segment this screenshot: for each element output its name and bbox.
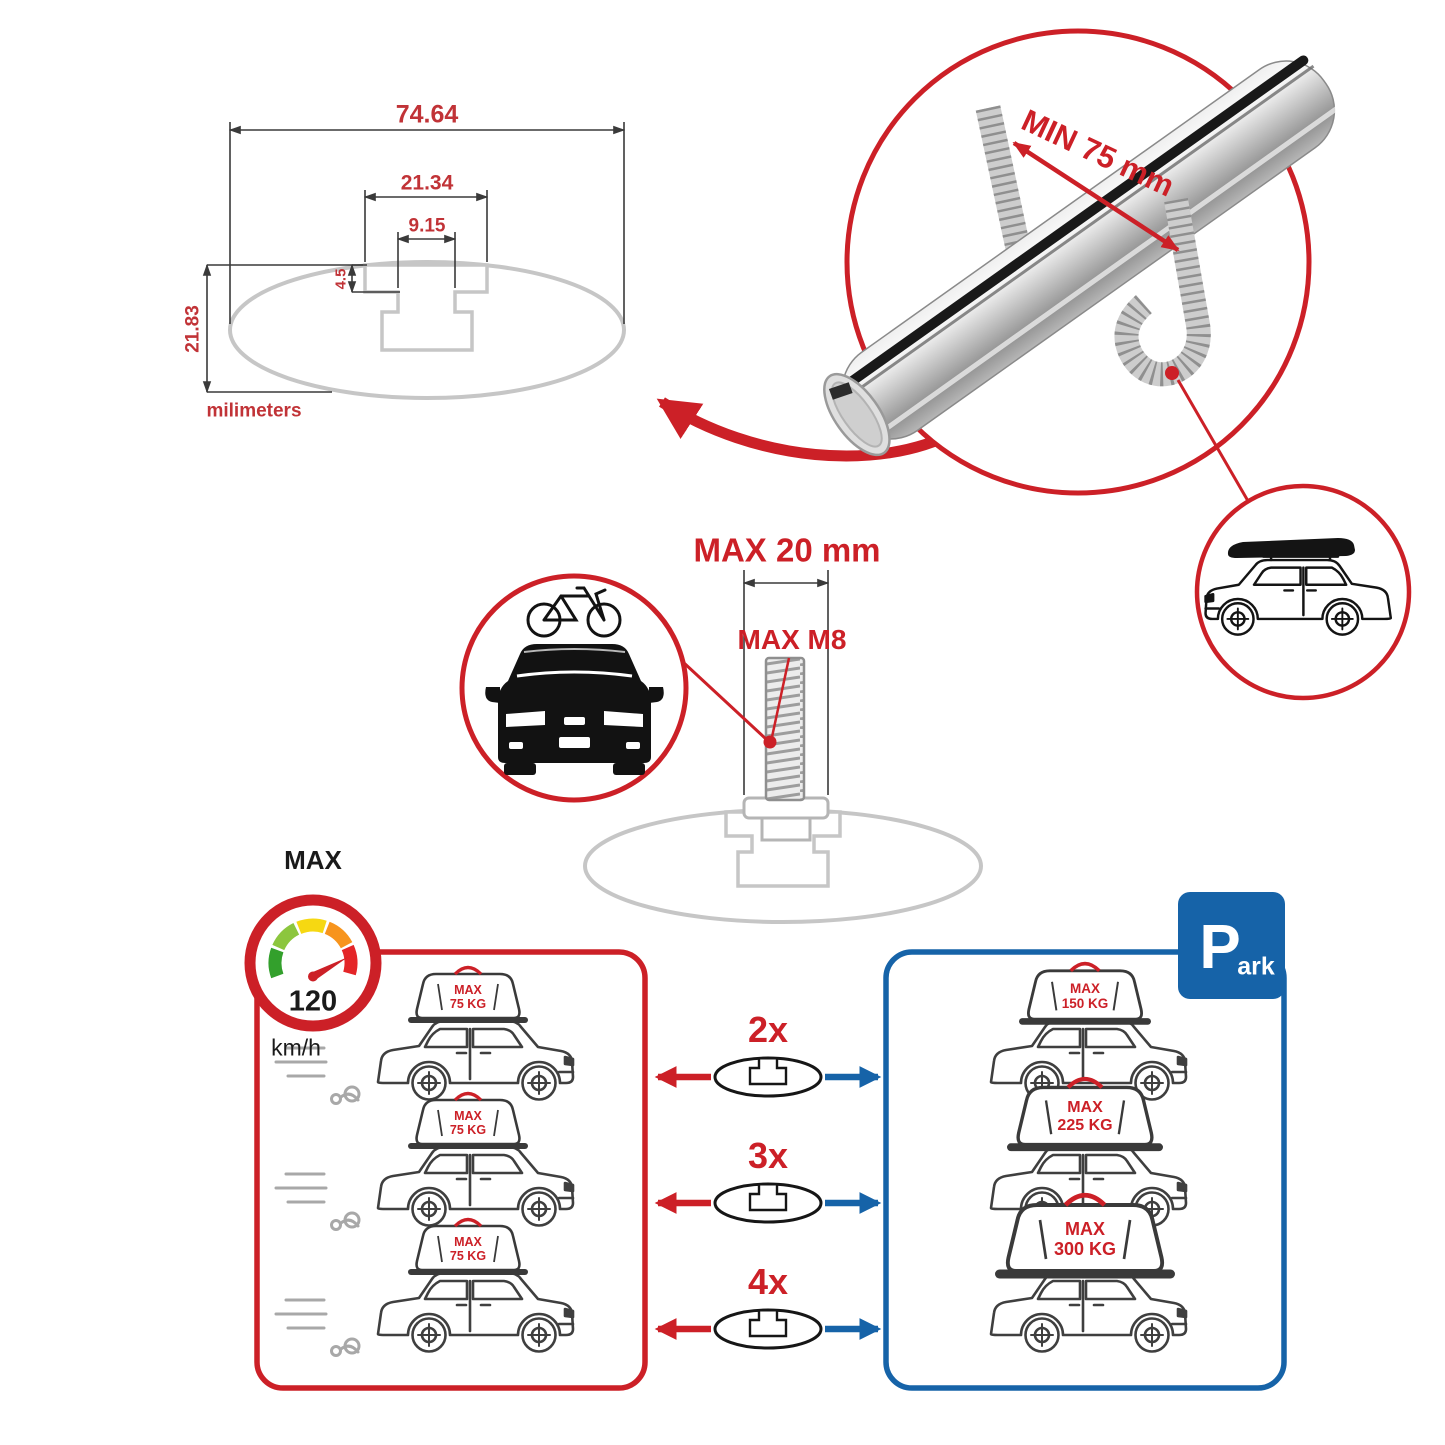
driving-load-2-max: MAX bbox=[454, 1109, 482, 1123]
dimension-lines bbox=[202, 122, 626, 394]
vehicle-roofbox-circle bbox=[1194, 483, 1412, 701]
u-bolt-right-rod bbox=[1114, 197, 1211, 387]
callout-dot bbox=[1165, 366, 1179, 380]
dim-slot-outer: 21.34 bbox=[400, 171, 454, 195]
parking-sign bbox=[1178, 892, 1285, 999]
driving-load-1-max: MAX bbox=[454, 983, 482, 997]
crossbar-detail-circle bbox=[823, 28, 1342, 502]
dim-step-depth: 4.5 bbox=[332, 268, 350, 290]
parked-load-1-kg: 150 KG bbox=[1061, 996, 1109, 1011]
min-clearance-arrow bbox=[1012, 141, 1180, 252]
bolt-dimension-lines bbox=[742, 570, 830, 795]
driving-load-2-kg: 75 KG bbox=[449, 1123, 487, 1137]
parked-load-1: MAX 150 KG bbox=[1062, 981, 1109, 1011]
parked-load-2: MAX 225 KG bbox=[1057, 1099, 1112, 1135]
driving-load-1-kg: 75 KG bbox=[449, 997, 487, 1011]
parked-load-3-max: MAX bbox=[1064, 1218, 1105, 1239]
gauge-max-label: MAX bbox=[284, 845, 342, 875]
dim-height: 21.83 bbox=[182, 305, 204, 353]
gauge-needle bbox=[310, 957, 348, 980]
parked-load-2-max: MAX bbox=[1067, 1099, 1103, 1117]
multiplier-3x: 3x bbox=[747, 1135, 789, 1176]
dim-slot-inner: 9.15 bbox=[408, 215, 446, 237]
roof-box bbox=[1227, 538, 1355, 558]
bike-car-circle bbox=[459, 573, 689, 803]
driving-load-3: MAX 75 KG bbox=[450, 1235, 486, 1263]
thread-leader-line bbox=[770, 657, 791, 738]
parking-sign-letter: P bbox=[1199, 913, 1241, 982]
thread-callout-dot bbox=[763, 735, 777, 749]
gauge-unit: km/h bbox=[271, 1034, 321, 1061]
pointer-arrow bbox=[656, 397, 958, 462]
cross-section-diagram bbox=[202, 122, 626, 400]
car-front-view bbox=[485, 644, 664, 775]
parking-sign-rest: ark bbox=[1237, 952, 1275, 981]
multiplier-rows bbox=[658, 1058, 878, 1348]
units-label: milimeters bbox=[206, 400, 302, 422]
parked-load-2-kg: 225 KG bbox=[1057, 1117, 1113, 1134]
gauge-value: 120 bbox=[288, 985, 338, 1018]
parked-load-3: MAX 300 KG bbox=[1054, 1219, 1116, 1259]
bolt-diagram bbox=[583, 570, 983, 924]
max-depth-label: MAX 20 mm bbox=[693, 531, 881, 569]
dim-total-width: 74.64 bbox=[395, 100, 459, 129]
speed-gauge-icon bbox=[244, 894, 382, 1032]
callout-line bbox=[1176, 379, 1250, 502]
parked-load-3-kg: 300 KG bbox=[1053, 1239, 1117, 1259]
driving-load-3-max: MAX bbox=[454, 1235, 482, 1249]
bicycle-icon bbox=[526, 586, 622, 638]
driving-load-3-kg: 75 KG bbox=[449, 1249, 487, 1263]
driving-load-1: MAX 75 KG bbox=[450, 983, 486, 1011]
driving-load-2: MAX 75 KG bbox=[450, 1109, 486, 1137]
multiplier-4x: 4x bbox=[747, 1261, 789, 1302]
multiplier-2x: 2x bbox=[747, 1009, 789, 1050]
max-thread-label: MAX M8 bbox=[737, 624, 847, 655]
parked-load-1-max: MAX bbox=[1070, 980, 1100, 996]
